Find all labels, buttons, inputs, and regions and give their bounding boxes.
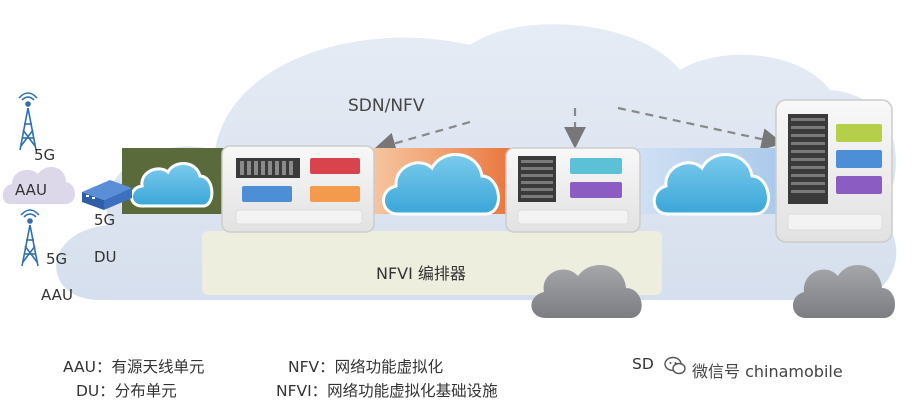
slot-blue-right bbox=[836, 150, 882, 168]
server-right bbox=[775, 99, 893, 243]
small-cloud-right bbox=[652, 153, 770, 216]
five-g-du-label: 5G bbox=[94, 211, 116, 229]
server-left bbox=[221, 145, 375, 233]
du-label: DU bbox=[94, 248, 117, 266]
gray-cloud-middle bbox=[531, 264, 642, 318]
slot-red bbox=[310, 158, 360, 174]
legend-nfv: NFV：网络功能虚拟化 bbox=[288, 358, 444, 376]
watermark-text: 微信号 chinamobile bbox=[690, 358, 845, 382]
nfvi-orchestrator-label: NFVI 编排器 bbox=[376, 264, 466, 283]
arrow-to-left-server bbox=[373, 120, 471, 154]
five-g-bottom-label: 5G bbox=[46, 250, 68, 268]
slot-purple bbox=[570, 182, 622, 198]
small-cloud-left bbox=[130, 162, 214, 208]
server-middle bbox=[505, 147, 641, 233]
wechat-icon bbox=[664, 356, 686, 375]
slot-orange bbox=[310, 186, 360, 202]
slot-blue bbox=[242, 186, 292, 202]
gray-cloud-right bbox=[792, 264, 896, 318]
slot-purple-right bbox=[836, 176, 882, 194]
five-g-top-label: 5G bbox=[34, 146, 56, 164]
antenna-tower-top-icon bbox=[18, 92, 38, 151]
legend-nfvi: NFVI：网络功能虚拟化基础设施 bbox=[276, 382, 498, 400]
aau-bottom-label: AAU bbox=[41, 286, 73, 304]
du-device-icon bbox=[82, 180, 132, 210]
server-middle-rack bbox=[518, 156, 556, 202]
slot-teal bbox=[570, 158, 622, 174]
legend-sdn: SD bbox=[632, 355, 654, 373]
arrow-to-right-server bbox=[617, 106, 784, 150]
legend-du: DU：分布单元 bbox=[76, 382, 177, 400]
legend-aau: AAU：有源天线单元 bbox=[63, 358, 205, 376]
sdn-nfv-label: SDN/NFV bbox=[348, 96, 425, 116]
small-cloud-middle bbox=[382, 153, 500, 216]
slot-green bbox=[836, 124, 882, 142]
aau-cloud bbox=[2, 167, 75, 204]
sdn-control-arrows bbox=[373, 106, 784, 154]
aau-cloud-label: AAU bbox=[15, 181, 47, 199]
antenna-tower-bottom-icon bbox=[20, 209, 40, 267]
